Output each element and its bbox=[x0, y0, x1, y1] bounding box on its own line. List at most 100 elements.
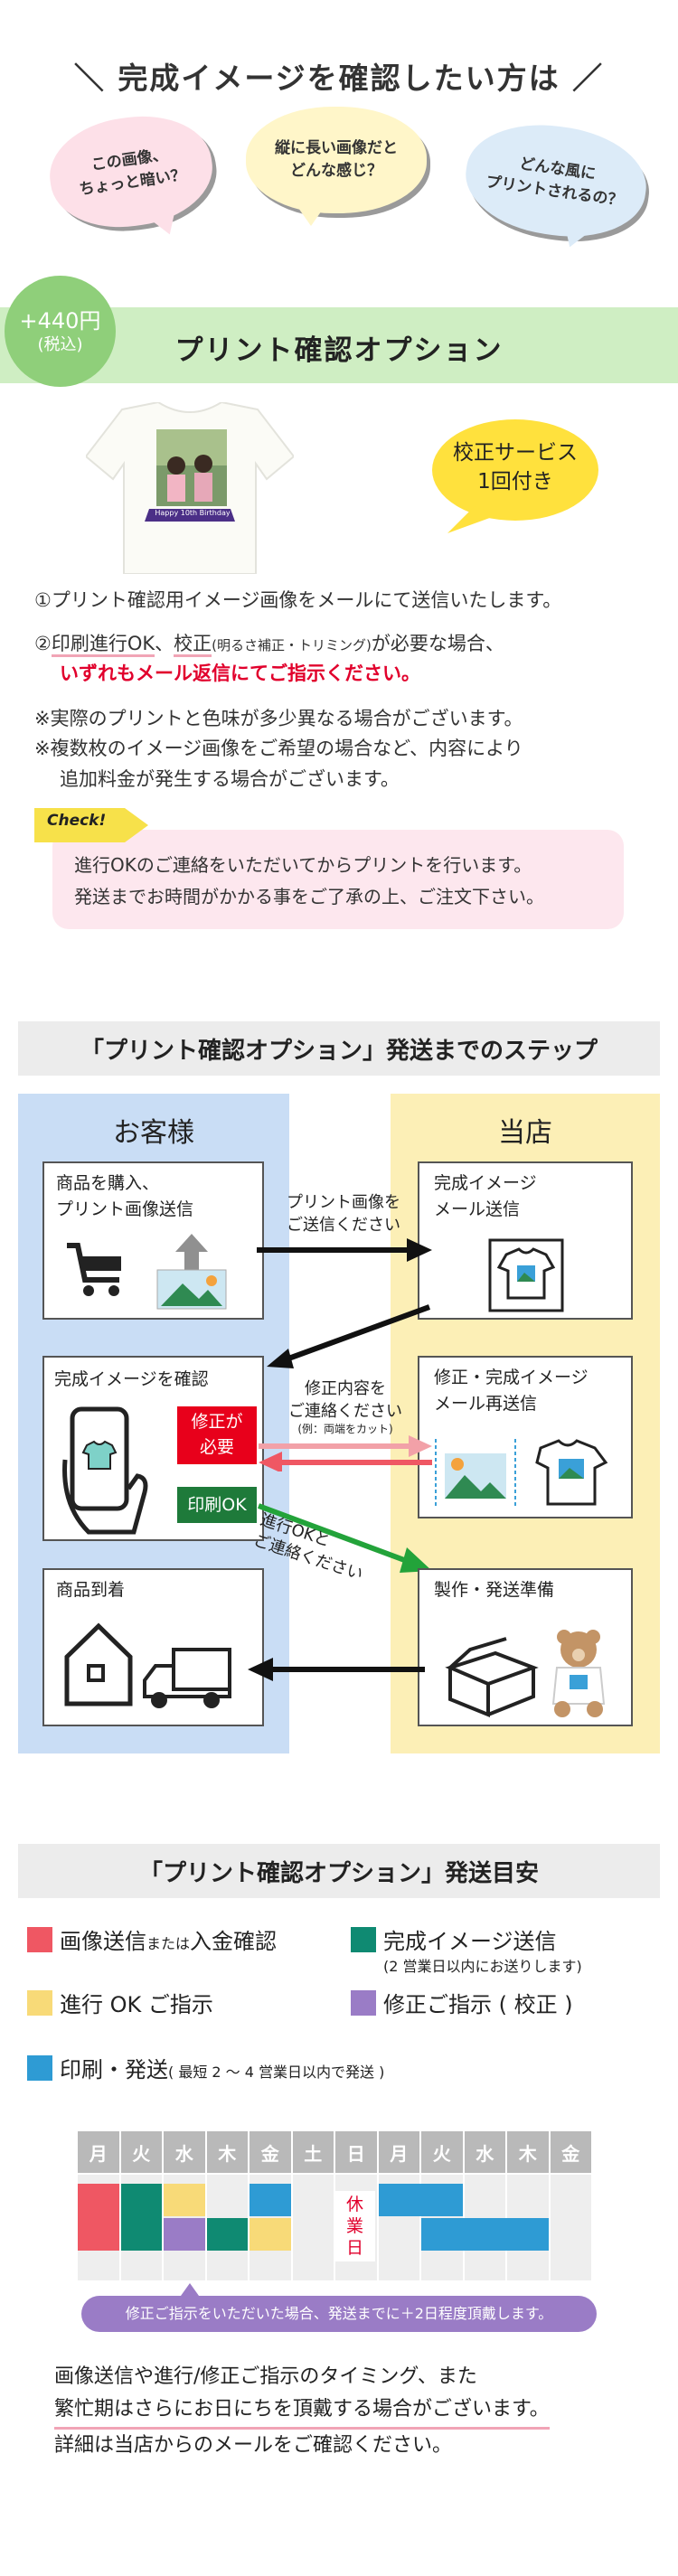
label-line: ご送信ください bbox=[287, 1216, 400, 1236]
arrow-fix-example: (例：両端をカット) bbox=[297, 1423, 393, 1435]
ribbon-caption: Happy 10th Birthday bbox=[155, 509, 231, 517]
line2-ok: 印刷進行OK bbox=[51, 632, 155, 657]
label-line: プリント画像送信 bbox=[56, 1199, 194, 1219]
calendar-body bbox=[77, 2175, 592, 2280]
calendar-day-header: 月 bbox=[378, 2131, 419, 2173]
smartphone-hand-icon bbox=[62, 1406, 148, 1535]
upload-image-icon bbox=[156, 1234, 227, 1310]
schedule-bar bbox=[120, 2184, 162, 2251]
step-purchase bbox=[42, 1161, 264, 1320]
calendar-day-header: 水 bbox=[164, 2131, 205, 2173]
calendar-day-header: 月 bbox=[78, 2131, 119, 2173]
arrow-send-image bbox=[257, 1238, 432, 1262]
legend-send: 完成イメージ送信 bbox=[383, 1929, 557, 1954]
check-line: 進行OKのご連絡をいただいてからプリントを行います。 bbox=[74, 854, 532, 876]
label-line: 修正が bbox=[191, 1412, 243, 1432]
badge-fix-needed: 修正が 必要 bbox=[177, 1406, 257, 1464]
legend-swatch-send bbox=[351, 1927, 376, 1952]
label-line: プリント画像を bbox=[287, 1193, 400, 1212]
calendar-day-header: 木 bbox=[507, 2131, 549, 2173]
question-line: 縦に長い画像だと bbox=[275, 139, 398, 158]
calendar-day-cell bbox=[292, 2175, 334, 2280]
schedule-bar bbox=[250, 2184, 291, 2216]
arrow-send-image-label: プリント画像を ご送信ください bbox=[262, 1191, 425, 1236]
schedule-bar bbox=[421, 2218, 549, 2251]
description-line-1: ①プリント確認用イメージ画像をメールにて送信いたします。 bbox=[34, 589, 562, 611]
line2-sep: 、 bbox=[155, 632, 174, 654]
legend-text: 画像送信 bbox=[60, 1929, 146, 1954]
cart-icon bbox=[67, 1243, 121, 1296]
holiday-char: 日 bbox=[345, 2237, 363, 2258]
arrow-fix-exchange bbox=[259, 1435, 432, 1471]
description: ①プリント確認用イメージ画像をメールにて送信いたします。 ②印刷進行OK、校正(… bbox=[34, 586, 658, 795]
label-line: 商品を購入、 bbox=[56, 1173, 160, 1193]
tshirt-illustration bbox=[86, 402, 294, 574]
calendar-day-header: 火 bbox=[421, 2131, 463, 2173]
option-title: プリント確認オプション bbox=[174, 334, 504, 367]
line2-small: (明るさ補正・トリミング) bbox=[212, 636, 372, 653]
edit-image-icon bbox=[435, 1439, 608, 1506]
legend-text: 入金確認 bbox=[190, 1929, 278, 1954]
legend-small: ( 最短 2 ～ 4 営業日以内で発送 ) bbox=[168, 2064, 385, 2081]
footer-line: 画像送信や進行/修正ご指示のタイミング、また bbox=[54, 2365, 477, 2388]
footer-line: 繁忙期はさらにお日にちを頂戴する場合がございます。 bbox=[54, 2393, 550, 2430]
calendar-day-header: 日 bbox=[335, 2131, 377, 2173]
schedule-bar bbox=[250, 2218, 291, 2251]
schedule-title: 「プリント確認オプション」発送目安 bbox=[18, 1844, 660, 1898]
schedule-bar bbox=[378, 2184, 463, 2216]
question-line: どんな感じ？ bbox=[290, 162, 382, 180]
calendar-header-row: 月火水木金土日月火水木金 bbox=[77, 2131, 592, 2173]
check-tag-shape bbox=[34, 808, 148, 842]
preview-shirt-icon bbox=[488, 1238, 564, 1312]
delivery-icon bbox=[64, 1622, 231, 1708]
legend-fix: 修正ご指示 ( 校正 ) bbox=[383, 1992, 573, 2017]
service-line: 校正サービス bbox=[453, 441, 578, 465]
calendar-day-header: 火 bbox=[120, 2131, 162, 2173]
legend-send-note: (2 営業日以内にお送りします) bbox=[383, 1958, 582, 1975]
badge-print-ok: 印刷OK bbox=[177, 1487, 257, 1523]
box-bear-icon bbox=[445, 1630, 606, 1717]
legend-ok: 進行 OK ご指示 bbox=[60, 1992, 213, 2017]
description-red: いずれもメール返信にてご指示ください。 bbox=[60, 663, 420, 685]
price-badge: +440円 (税込) bbox=[5, 276, 116, 387]
legend-swatch-print bbox=[27, 2055, 52, 2081]
holiday-label: 休 業 日 bbox=[334, 2191, 375, 2261]
schedule-bar bbox=[206, 2218, 248, 2251]
legend-swatch-fix bbox=[351, 1990, 376, 2016]
legend-pay: 画像送信または入金確認 bbox=[60, 1923, 277, 1955]
arrow-ship bbox=[248, 1658, 425, 1681]
schedule-bar bbox=[164, 2218, 205, 2251]
arrow-ok bbox=[257, 1503, 432, 1573]
step-produce-label: 製作・発送準備 bbox=[434, 1580, 555, 1600]
calendar-day-header: 金 bbox=[250, 2131, 291, 2173]
question-bubble-tall: 縦に長い画像だとどんな感じ？ bbox=[246, 107, 427, 213]
label-line: 修正内容を bbox=[305, 1379, 386, 1398]
step-preview-label: 完成イメージ メール送信 bbox=[434, 1170, 537, 1222]
check-box bbox=[52, 830, 624, 929]
schedule-bar bbox=[78, 2184, 119, 2251]
line2-fix: 校正 bbox=[174, 632, 212, 657]
calendar-day-header: 木 bbox=[206, 2131, 248, 2173]
label-line: 完成イメージ bbox=[434, 1173, 537, 1193]
footer-line: 詳細は当店からのメールをご確認ください。 bbox=[54, 2433, 453, 2457]
service-line: 1回付き bbox=[477, 470, 553, 494]
steps-title: 「プリント確認オプション」発送までのステップ bbox=[18, 1021, 660, 1076]
legend-print: 印刷・発送( 最短 2 ～ 4 営業日以内で発送 ) bbox=[60, 2052, 384, 2083]
service-badge: 校正サービス 1回付き bbox=[425, 438, 606, 496]
price-label: +440円 bbox=[19, 308, 101, 334]
step-resend-label: 修正・完成イメージ メール再送信 bbox=[434, 1365, 589, 1416]
note-pointer bbox=[181, 2283, 199, 2296]
note-2b: 追加料金が発生する場合がございます。 bbox=[60, 767, 400, 790]
holiday-char: 業 bbox=[345, 2215, 363, 2236]
question-bubble-print: どんな風にプリントされるの？ bbox=[458, 114, 654, 248]
schedule-note: 修正ご指示をいただいた場合、発送までに＋2日程度頂戴します。 bbox=[81, 2296, 597, 2332]
legend-text: 印刷・発送 bbox=[60, 2057, 168, 2082]
line2-suffix: が必要な場合、 bbox=[371, 632, 504, 654]
label-line: 必要 bbox=[199, 1436, 234, 1457]
calendar-day-header: 金 bbox=[550, 2131, 591, 2173]
step-purchase-label: 商品を購入、 プリント画像送信 bbox=[56, 1170, 193, 1222]
arrow-deliver-preview bbox=[267, 1304, 431, 1368]
description-line-2: ②印刷進行OK、校正(明るさ補正・トリミング)が必要な場合、 bbox=[34, 629, 658, 660]
legend-swatch-pay bbox=[27, 1927, 52, 1952]
label-line: ご連絡ください bbox=[288, 1402, 402, 1422]
